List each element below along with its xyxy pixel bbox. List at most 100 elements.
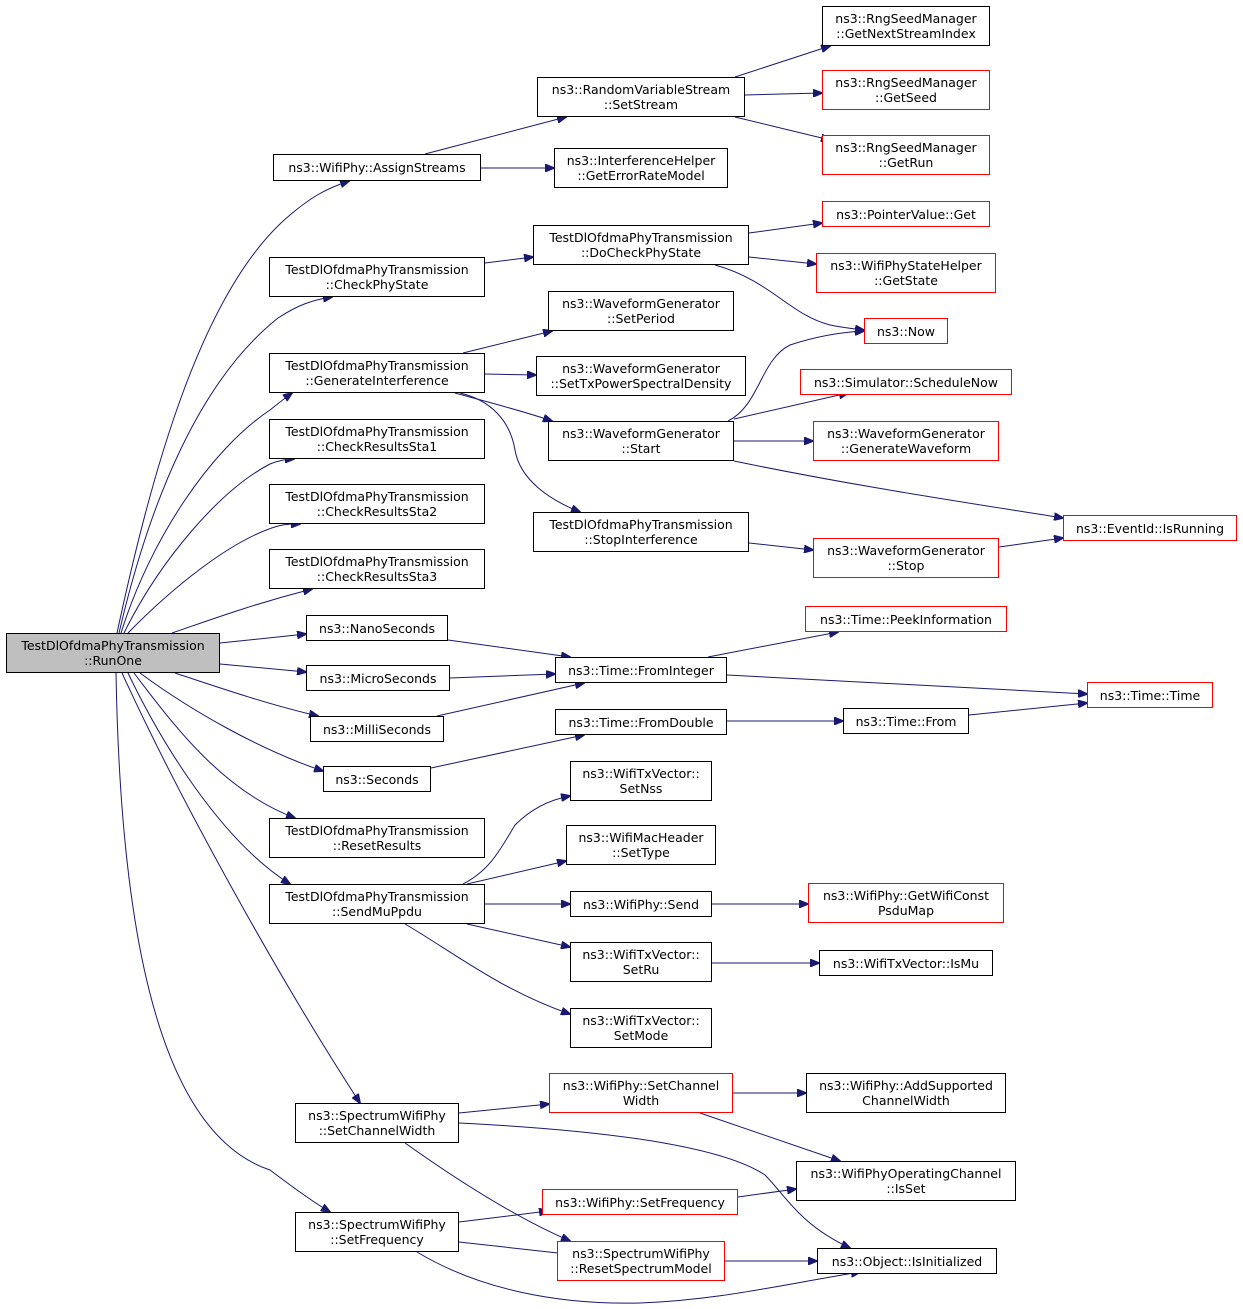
call-edge-checkphystate-to-docheckphystate bbox=[484, 257, 533, 264]
node-getrun[interactable]: ns3::RngSeedManager::GetRun bbox=[822, 135, 990, 175]
node-geterrorratemodel[interactable]: ns3::InterferenceHelper::GetErrorRateMod… bbox=[554, 148, 728, 188]
call-edge-timefrom-to-timetime bbox=[968, 703, 1087, 716]
node-checkresultssta3[interactable]: TestDlOfdmaPhyTransmission::CheckResults… bbox=[269, 549, 485, 589]
node-label-line2: ::GetErrorRateModel bbox=[577, 168, 705, 183]
node-setru[interactable]: ns3::WifiTxVector::SetRu bbox=[570, 942, 712, 982]
node-isinitialized[interactable]: ns3::Object::IsInitialized bbox=[817, 1248, 997, 1274]
call-edge-runone-to-checkphystate bbox=[118, 297, 332, 634]
node-label-line1: ns3::SpectrumWifiPhy bbox=[572, 1246, 710, 1261]
call-edge-wgstart-to-now bbox=[727, 331, 864, 422]
node-isset[interactable]: ns3::WifiPhyOperatingChannel::IsSet bbox=[796, 1161, 1016, 1201]
call-edge-fromint-to-timetime bbox=[726, 674, 1087, 694]
call-edge-stopinterference-to-wgstop bbox=[748, 542, 813, 550]
node-label-line2: ::Stop bbox=[887, 558, 925, 573]
node-timefrom[interactable]: ns3::Time::From bbox=[843, 708, 969, 734]
node-setnss[interactable]: ns3::WifiTxVector::SetNss bbox=[570, 761, 712, 801]
node-label-line2: ::SetType bbox=[612, 845, 670, 860]
node-label-line1: ns3::MilliSeconds bbox=[322, 721, 431, 737]
node-runone: TestDlOfdmaPhyTransmission::RunOne bbox=[6, 633, 220, 673]
node-getstate[interactable]: ns3::WifiPhyStateHelper::GetState bbox=[816, 253, 996, 293]
call-edge-fromint-to-peekinformation bbox=[707, 632, 838, 658]
node-label-line2: ::CheckResultsSta1 bbox=[316, 439, 438, 454]
node-label-line2: PsduMap bbox=[877, 903, 935, 918]
node-label-line1: ns3::PointerValue::Get bbox=[836, 206, 976, 222]
call-edge-sendmuppdu-to-setmode bbox=[404, 923, 570, 1014]
call-edge-wgstart-to-schedulenow bbox=[733, 393, 848, 420]
node-label-line1: ns3::WaveformGenerator bbox=[562, 361, 720, 376]
node-checkphystate[interactable]: TestDlOfdmaPhyTransmission::CheckPhyStat… bbox=[269, 257, 485, 297]
node-label-line2: SetNss bbox=[619, 781, 663, 796]
node-label-line1: TestDlOfdmaPhyTransmission bbox=[285, 489, 469, 504]
node-milliseconds[interactable]: ns3::MilliSeconds bbox=[310, 716, 444, 742]
node-nanoseconds[interactable]: ns3::NanoSeconds bbox=[306, 615, 448, 641]
node-label-line2: ChannelWidth bbox=[862, 1093, 950, 1108]
node-resetresults[interactable]: TestDlOfdmaPhyTransmission::ResetResults bbox=[269, 818, 485, 858]
node-label-line1: TestDlOfdmaPhyTransmission bbox=[21, 638, 205, 653]
node-schedulenow[interactable]: ns3::Simulator::ScheduleNow bbox=[800, 369, 1012, 395]
node-label-line2: ::SetTxPowerSpectralDensity bbox=[550, 376, 732, 391]
node-timetime[interactable]: ns3::Time::Time bbox=[1087, 682, 1213, 708]
node-assignstreams[interactable]: ns3::WifiPhy::AssignStreams bbox=[273, 154, 481, 181]
node-label-line2: ::SetChannelWidth bbox=[318, 1123, 436, 1138]
node-label-line1: ns3::WifiTxVector::IsMu bbox=[832, 955, 980, 971]
node-generatewaveform[interactable]: ns3::WaveformGenerator::GenerateWaveform bbox=[813, 421, 999, 461]
call-edge-setstream-to-getseed bbox=[744, 93, 822, 95]
node-getnextstreamindex[interactable]: ns3::RngSeedManager::GetNextStreamIndex bbox=[822, 6, 990, 46]
node-stopinterference[interactable]: TestDlOfdmaPhyTransmission::StopInterfer… bbox=[533, 512, 749, 552]
node-setstream[interactable]: ns3::RandomVariableStream::SetStream bbox=[537, 77, 745, 117]
node-label-line2: ::GenerateInterference bbox=[305, 373, 449, 388]
node-label-line1: TestDlOfdmaPhyTransmission bbox=[285, 424, 469, 439]
call-edge-runone-to-checkresultssta3 bbox=[171, 589, 312, 634]
node-peekinformation[interactable]: ns3::Time::PeekInformation bbox=[805, 606, 1007, 632]
node-setmode[interactable]: ns3::WifiTxVector::SetMode bbox=[570, 1008, 712, 1048]
node-label-line1: ns3::WaveformGenerator bbox=[827, 543, 985, 558]
node-microseconds[interactable]: ns3::MicroSeconds bbox=[306, 665, 450, 691]
node-label-line1: ns3::InterferenceHelper bbox=[566, 153, 716, 168]
node-label-line1: TestDlOfdmaPhyTransmission bbox=[285, 262, 469, 277]
node-wpsetfrequency[interactable]: ns3::WifiPhy::SetFrequency bbox=[542, 1189, 738, 1215]
node-setfrequency[interactable]: ns3::SpectrumWifiPhy::SetFrequency bbox=[295, 1212, 459, 1252]
node-ismu[interactable]: ns3::WifiTxVector::IsMu bbox=[819, 950, 993, 976]
node-wgstop[interactable]: ns3::WaveformGenerator::Stop bbox=[813, 538, 999, 578]
call-edge-setfrequency-to-resetspectrummodel bbox=[458, 1241, 567, 1254]
node-sendmuppdu[interactable]: TestDlOfdmaPhyTransmission::SendMuPpdu bbox=[269, 884, 485, 924]
call-edge-generateinterference-to-settxpsd bbox=[484, 374, 536, 375]
call-edge-wpsetfrequency-to-isset bbox=[737, 1189, 796, 1198]
node-label-line1: ns3::SpectrumWifiPhy bbox=[308, 1217, 446, 1232]
node-fromdouble[interactable]: ns3::Time::FromDouble bbox=[555, 709, 727, 735]
node-fromint[interactable]: ns3::Time::FromInteger bbox=[555, 657, 727, 683]
call-edge-setfrequency-to-isinitialized bbox=[416, 1251, 860, 1304]
node-settxpsd[interactable]: ns3::WaveformGenerator::SetTxPowerSpectr… bbox=[536, 356, 746, 396]
node-label-line2: ::SetFrequency bbox=[330, 1232, 424, 1247]
node-label-line1: ns3::WifiPhy::SetFrequency bbox=[555, 1194, 725, 1210]
node-label-line2: ::IsSet bbox=[886, 1181, 926, 1196]
node-setperiod[interactable]: ns3::WaveformGenerator::SetPeriod bbox=[548, 291, 734, 331]
node-setchannelwidth[interactable]: ns3::SpectrumWifiPhy::SetChannelWidth bbox=[295, 1103, 459, 1143]
node-label-line1: TestDlOfdmaPhyTransmission bbox=[549, 230, 733, 245]
node-label-line1: ns3::RngSeedManager bbox=[835, 140, 977, 155]
node-isrunning[interactable]: ns3::EventId::IsRunning bbox=[1063, 515, 1237, 541]
node-seconds[interactable]: ns3::Seconds bbox=[323, 766, 431, 792]
node-getseed[interactable]: ns3::RngSeedManager::GetSeed bbox=[822, 70, 990, 110]
node-checkresultssta2[interactable]: TestDlOfdmaPhyTransmission::CheckResults… bbox=[269, 484, 485, 524]
node-now[interactable]: ns3::Now bbox=[864, 318, 948, 344]
node-wifiphysend[interactable]: ns3::WifiPhy::Send bbox=[570, 891, 712, 917]
node-wgstart[interactable]: ns3::WaveformGenerator::Start bbox=[548, 421, 734, 461]
node-label-line1: ns3::Simulator::ScheduleNow bbox=[813, 374, 998, 390]
node-label-line1: ns3::Object::IsInitialized bbox=[831, 1253, 983, 1269]
node-resetspectrummodel[interactable]: ns3::SpectrumWifiPhy::ResetSpectrumModel bbox=[557, 1241, 725, 1281]
node-label-line1: ns3::NanoSeconds bbox=[319, 620, 435, 636]
node-settype[interactable]: ns3::WifiMacHeader::SetType bbox=[566, 825, 716, 865]
call-edge-milliseconds-to-fromint bbox=[436, 683, 584, 717]
node-checkresultssta1[interactable]: TestDlOfdmaPhyTransmission::CheckResults… bbox=[269, 419, 485, 459]
node-label-line1: ns3::Time::PeekInformation bbox=[820, 611, 992, 627]
node-label-line1: ns3::WifiTxVector:: bbox=[582, 766, 700, 781]
node-pointervalueget[interactable]: ns3::PointerValue::Get bbox=[822, 201, 990, 227]
node-docheckphystate[interactable]: TestDlOfdmaPhyTransmission::DoCheckPhySt… bbox=[533, 225, 749, 265]
node-generateinterference[interactable]: TestDlOfdmaPhyTransmission::GenerateInte… bbox=[269, 353, 485, 393]
node-label-line1: ns3::WifiMacHeader bbox=[578, 830, 704, 845]
node-label-line1: ns3::Time::Time bbox=[1099, 687, 1201, 703]
